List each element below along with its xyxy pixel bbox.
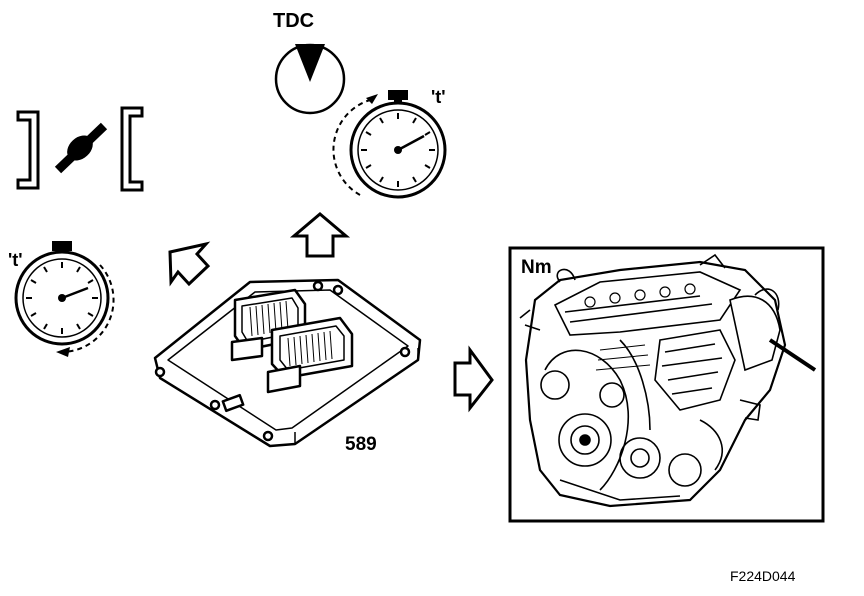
torque-label: Nm	[521, 257, 552, 278]
control-module-589	[153, 278, 422, 448]
stopwatch-icon	[14, 241, 115, 357]
figure-code: F224D044	[730, 568, 796, 584]
time-label-top: 't'	[431, 87, 446, 107]
tdc-crank-position-icon	[274, 43, 346, 115]
time-label-left: 't'	[8, 250, 23, 270]
stopwatch-icon	[332, 90, 447, 199]
engine-assembly	[519, 253, 817, 508]
tdc-label: TDC	[273, 10, 315, 32]
arrow-up-icon	[289, 212, 351, 258]
arrow-right-icon	[453, 345, 494, 413]
disconnect-connector-icon	[16, 106, 144, 192]
part-number-label: 589	[345, 434, 377, 455]
arrow-diagonal-icon	[168, 241, 211, 287]
